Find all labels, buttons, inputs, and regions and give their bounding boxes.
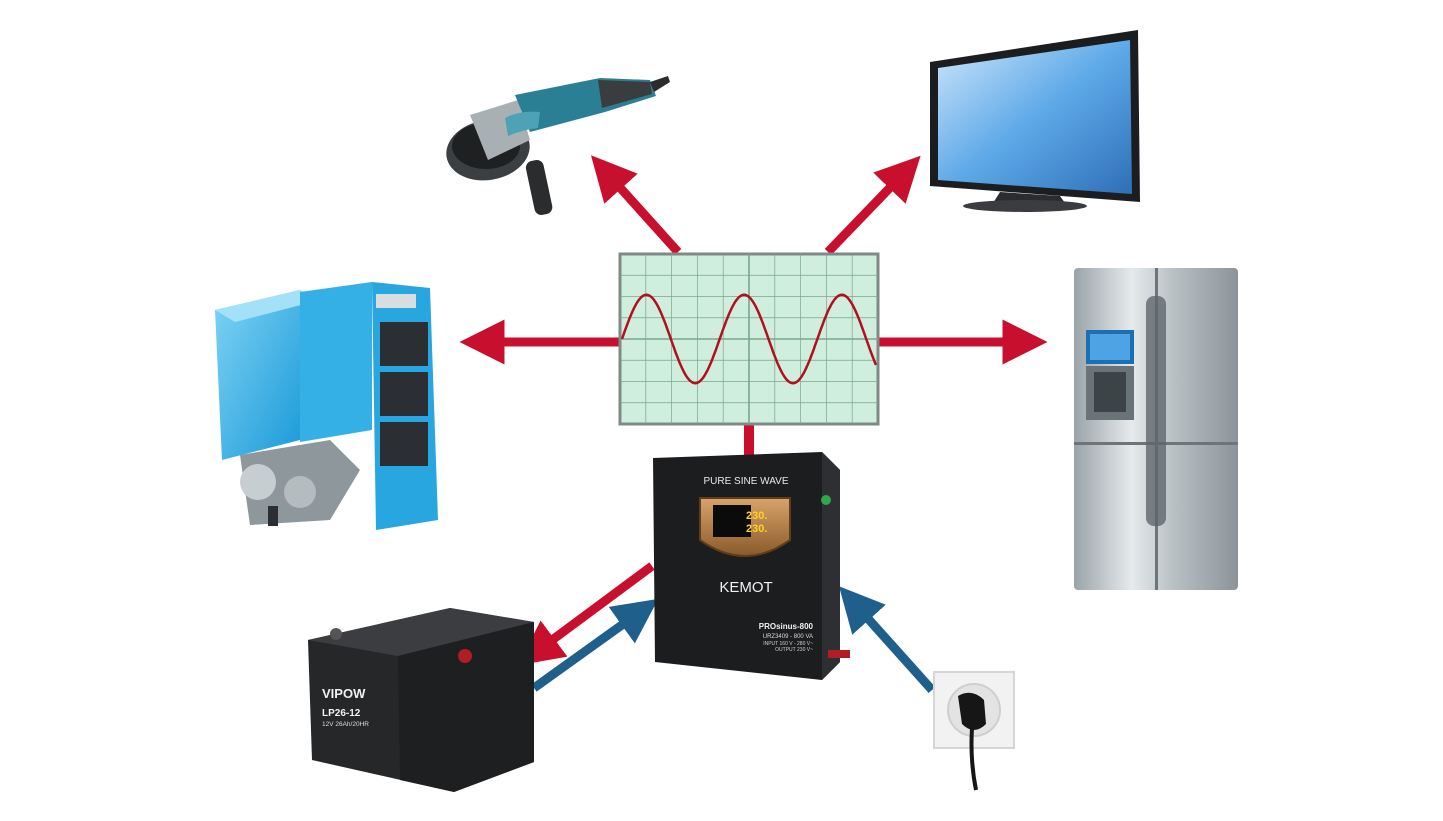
arrow-from-battery bbox=[531, 598, 659, 692]
inverter-model: PROsinus-800 bbox=[759, 622, 814, 631]
wall-socket-icon bbox=[933, 671, 1015, 791]
inverter-code: URZ3409 - 800 VA bbox=[763, 634, 813, 640]
angle-grinder-icon bbox=[446, 76, 670, 215]
input-arrows bbox=[531, 586, 936, 694]
battery-spec: 12V 26Ah/20HR bbox=[322, 721, 369, 728]
arrow-to-tv bbox=[824, 155, 921, 256]
battery-model: LP26-12 bbox=[322, 708, 361, 719]
battery-brand: VIPOW bbox=[322, 686, 366, 701]
inverter-header: PURE SINE WAVE bbox=[703, 476, 788, 487]
arrow-to-grinder bbox=[590, 155, 682, 256]
tv-icon bbox=[930, 30, 1140, 212]
boiler-icon bbox=[215, 282, 438, 530]
arrow-to-battery bbox=[517, 562, 655, 666]
arrow-from-socket bbox=[838, 586, 936, 694]
inverter-input: INPUT 160 V - 280 V~ bbox=[763, 641, 813, 647]
inverter-brand: KEMOT bbox=[719, 579, 772, 596]
inverter-icon bbox=[653, 452, 850, 680]
inverter-output: OUTPUT 230 V~ bbox=[775, 647, 813, 653]
display-line2: 230. bbox=[746, 523, 767, 535]
sine-wave bbox=[620, 293, 878, 385]
display-line1: 230. bbox=[746, 510, 767, 522]
fridge-icon bbox=[1074, 268, 1238, 590]
output-arrows bbox=[459, 155, 1048, 666]
oscilloscope-icon bbox=[618, 252, 880, 426]
battery-icon bbox=[308, 608, 534, 792]
